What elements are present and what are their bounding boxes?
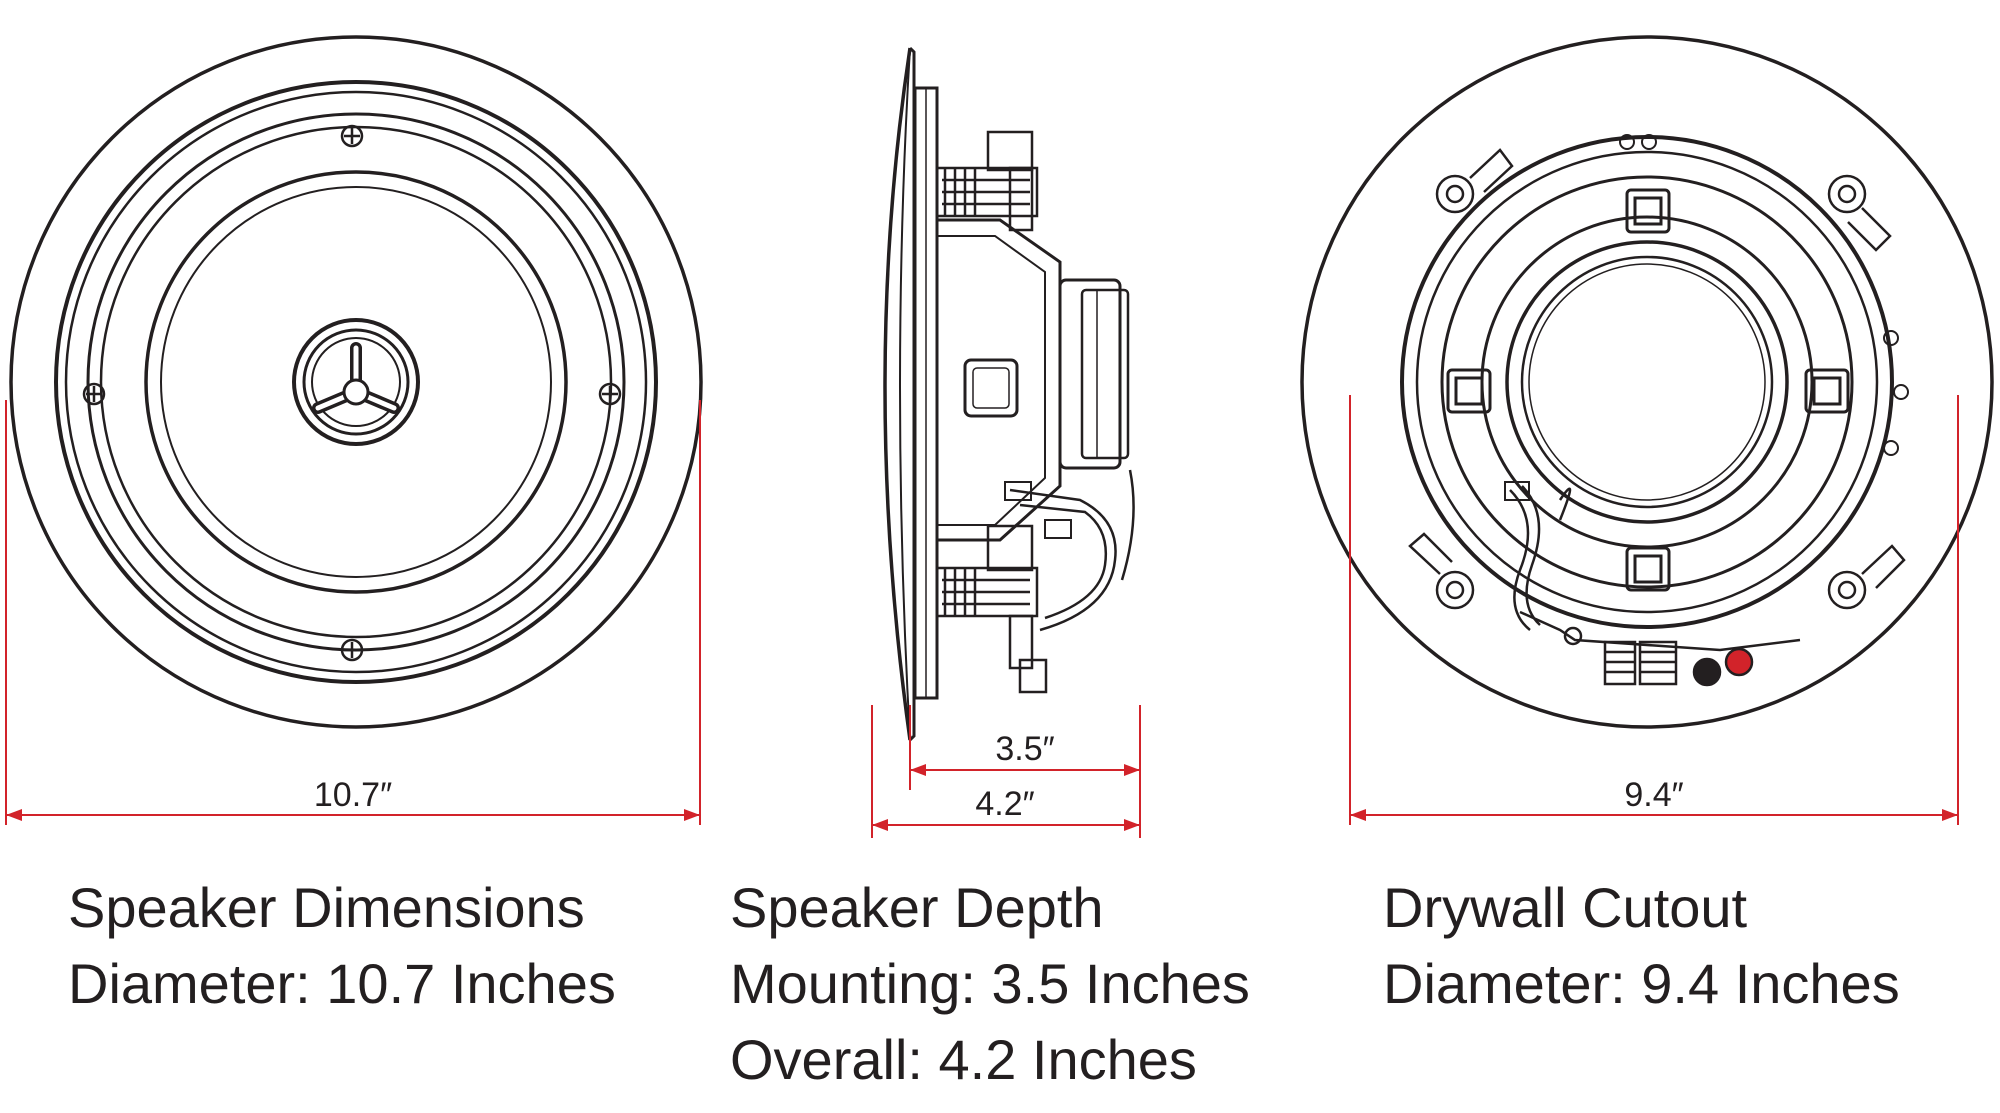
back-terminal-red xyxy=(1724,647,1754,677)
back-caption: Drywall Cutout Diameter: 9.4 Inches xyxy=(1383,870,1900,1022)
back-holes xyxy=(1619,134,1909,456)
back-windows xyxy=(1446,188,1850,592)
side-caption-overall: Overall: 4.2 Inches xyxy=(730,1028,1197,1091)
front-dimension-line xyxy=(5,400,701,825)
front-view-speaker xyxy=(9,35,703,729)
back-caption-diameter: Diameter: 9.4 Inches xyxy=(1383,952,1900,1015)
side-caption-title: Speaker Depth xyxy=(730,876,1104,939)
back-dimension-line xyxy=(1349,395,1959,825)
side-mounting-dimension-line xyxy=(909,705,1141,838)
front-caption-title: Speaker Dimensions xyxy=(68,876,585,939)
front-trim-ring xyxy=(54,80,658,684)
front-woofer-cone xyxy=(144,170,568,594)
side-basket xyxy=(937,218,1062,542)
front-caption: Speaker Dimensions Diameter: 10.7 Inches xyxy=(68,870,616,1022)
front-frame-ring xyxy=(64,90,648,674)
side-grille-profile xyxy=(883,47,912,741)
back-view-speaker xyxy=(1300,35,1994,729)
side-magnet xyxy=(1058,278,1122,470)
side-caption-mounting: Mounting: 3.5 Inches xyxy=(730,952,1250,1015)
side-caption: Speaker Depth Mounting: 3.5 Inches Overa… xyxy=(730,870,1250,1098)
side-wires xyxy=(1009,488,1117,632)
front-tweeter xyxy=(292,318,420,446)
back-terminal-black xyxy=(1692,657,1722,687)
back-caption-title: Drywall Cutout xyxy=(1383,876,1748,939)
side-view-speaker xyxy=(883,46,1135,742)
side-overall-label: 4.2″ xyxy=(975,785,1034,823)
front-dimension-label: 10.7″ xyxy=(314,776,392,814)
front-cone-inner xyxy=(160,186,552,578)
back-frame-inner xyxy=(1415,150,1879,614)
side-lower-clamp xyxy=(935,524,1048,694)
side-overall-dimension-line xyxy=(871,705,1140,838)
front-caption-diameter: Diameter: 10.7 Inches xyxy=(68,952,616,1015)
back-outer-grille xyxy=(1300,35,1994,729)
back-wires xyxy=(1509,485,1572,631)
front-screws xyxy=(82,124,622,662)
back-terminal-block xyxy=(1519,610,1801,686)
back-magnet xyxy=(1505,240,1789,524)
front-outer-grille xyxy=(9,35,703,729)
back-clamps xyxy=(1408,148,1906,610)
side-mounting-label: 3.5″ xyxy=(995,730,1054,768)
side-upper-clamp xyxy=(935,130,1039,232)
back-frame-outer xyxy=(1400,135,1894,629)
back-dimension-label: 9.4″ xyxy=(1624,776,1683,814)
